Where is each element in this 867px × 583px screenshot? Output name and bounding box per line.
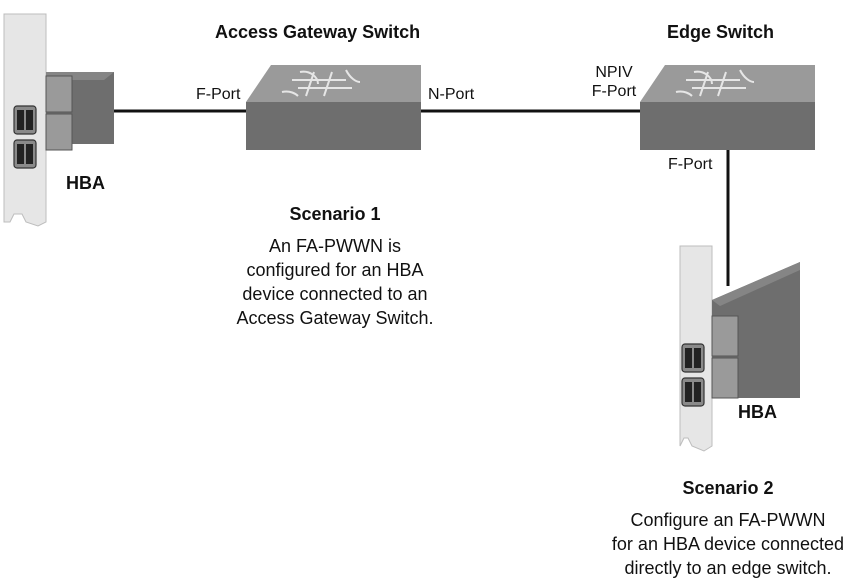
scenario-2-line: Configure an FA-PWWN [630, 510, 826, 530]
scenario-1-block: Scenario 1 An FA-PWWN is configured for … [205, 202, 465, 330]
edge-switch-title: Edge Switch [667, 22, 775, 42]
access-gateway-switch-title: Access Gateway Switch [215, 22, 421, 42]
scenario-1-line: configured for an HBA [246, 260, 424, 280]
edge-switch [640, 65, 815, 150]
scenario-2-block: Scenario 2 Configure an FA-PWWN for an H… [591, 476, 865, 580]
hba-card-right [679, 245, 800, 452]
hba-card-left [3, 13, 114, 227]
port-label-edge-f-port: F-Port [668, 156, 713, 173]
port-label-edge-npiv-f-port: F-Port [591, 83, 637, 100]
scenario-2-line: directly to an edge switch. [624, 558, 832, 578]
port-label-ag-n-port: N-Port [428, 86, 475, 103]
access-gateway-switch [246, 65, 421, 150]
scenario-2-title: Scenario 2 [682, 478, 774, 498]
port-label-ag-f-port: F-Port [196, 86, 241, 103]
scenario-1-title: Scenario 1 [289, 204, 381, 224]
scenario-1-line: device connected to an [242, 284, 428, 304]
hba-label-right: HBA [738, 402, 777, 422]
port-label-edge-npiv: NPIV [595, 64, 633, 81]
scenario-1-line: An FA-PWWN is [268, 236, 401, 256]
scenario-1-line: Access Gateway Switch. [236, 308, 434, 328]
hba-label-left: HBA [66, 173, 105, 193]
scenario-2-line: for an HBA device connected [611, 534, 845, 554]
